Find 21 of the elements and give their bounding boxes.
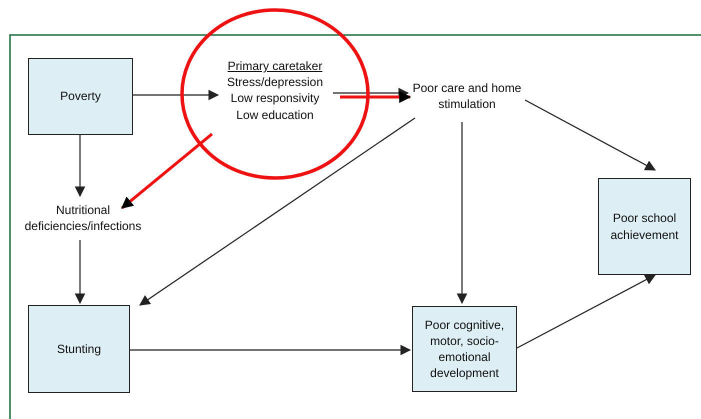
node-label: Poor care and home stimulation [402, 78, 532, 114]
arrow [121, 132, 213, 210]
heading: Primary caretaker [228, 58, 322, 74]
arrow [130, 344, 412, 356]
arrow [516, 274, 656, 349]
process-box: Stunting [28, 305, 130, 393]
list-item: Low education [236, 106, 314, 123]
arrow [139, 118, 416, 306]
list-item: Low responsivity [230, 90, 320, 107]
process-box: Poverty [28, 58, 133, 135]
list-item: Stress/depression [226, 74, 324, 90]
arrow [524, 99, 656, 171]
node-label: Nutritional deficiencies/infections [18, 198, 148, 238]
arrow [456, 122, 468, 304]
process-box: Poor cognitive, motor, socio-emotional development [412, 306, 517, 392]
process-box: Poor school achievement [598, 178, 691, 275]
arrow [333, 88, 410, 98]
arrow [74, 135, 86, 198]
arrow [133, 90, 220, 100]
arrow [74, 240, 86, 304]
arrow [340, 91, 412, 103]
